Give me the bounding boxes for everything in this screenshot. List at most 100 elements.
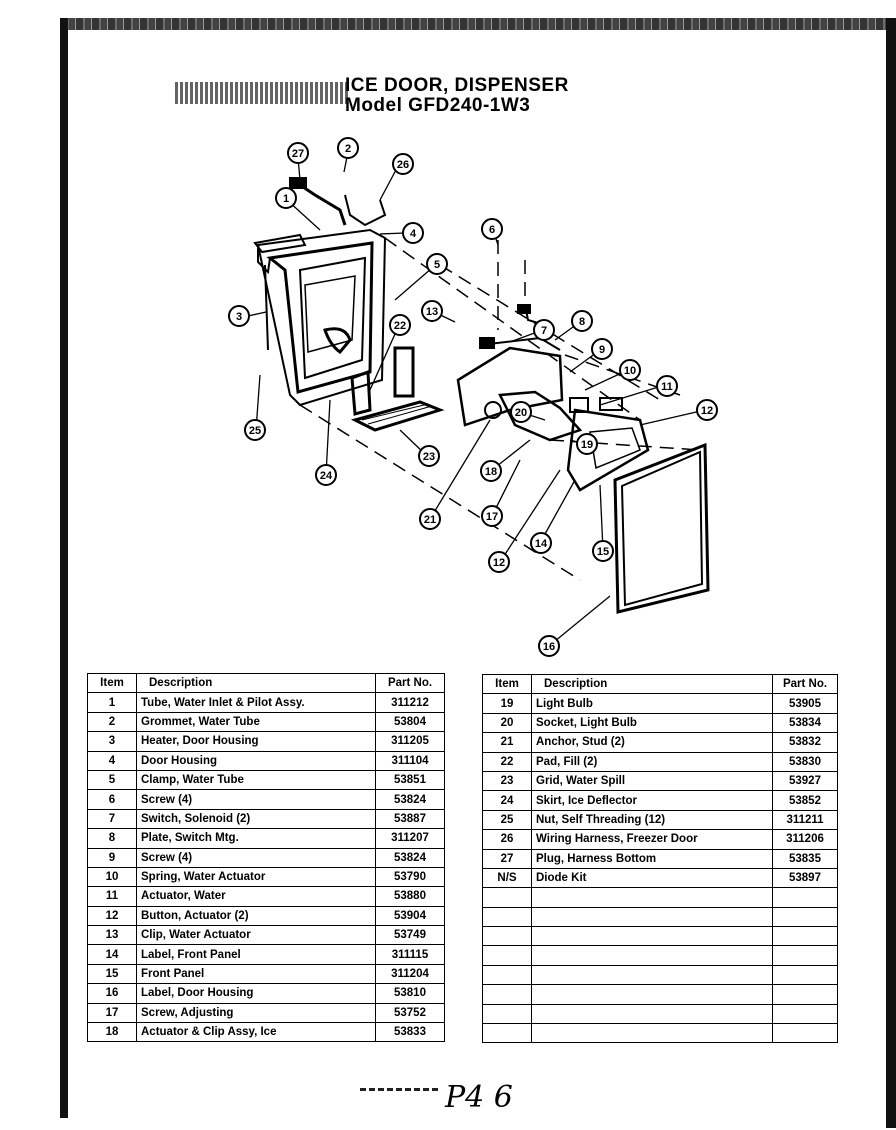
table-row bbox=[482, 945, 838, 966]
cell-item: 23 bbox=[482, 770, 532, 792]
cell-item bbox=[482, 964, 532, 986]
cell-description: Screw, Adjusting bbox=[136, 1002, 376, 1024]
callout-24: 24 bbox=[315, 464, 337, 486]
callout-5: 5 bbox=[426, 253, 448, 275]
cell-part-no: 53810 bbox=[375, 983, 445, 1004]
cell-description: Clamp, Water Tube bbox=[136, 769, 376, 791]
cell-part-no: 311204 bbox=[375, 963, 445, 985]
cell-description bbox=[531, 964, 773, 986]
cell-item: 24 bbox=[482, 790, 532, 811]
cell-item: 1 bbox=[87, 692, 137, 713]
cell-description: Spring, Water Actuator bbox=[136, 866, 376, 888]
cell-part-no: 53749 bbox=[375, 925, 445, 946]
cell-item: 25 bbox=[482, 809, 532, 831]
callout-3-label: 3 bbox=[236, 311, 242, 323]
header-part-no: Part No. bbox=[772, 673, 838, 695]
cell-description bbox=[531, 984, 773, 1005]
cell-description: Button, Actuator (2) bbox=[136, 905, 376, 927]
cell-part-no: 311207 bbox=[375, 828, 445, 849]
cell-part-no: 53804 bbox=[375, 711, 445, 733]
callout-17-label: 17 bbox=[486, 511, 498, 523]
cell-description: Plug, Harness Bottom bbox=[531, 848, 773, 869]
callout-26-label: 26 bbox=[397, 159, 409, 171]
cell-part-no: 311206 bbox=[772, 829, 838, 850]
callout-4-label: 4 bbox=[410, 228, 417, 240]
cell-part-no bbox=[772, 906, 838, 928]
page-title: ICE DOOR, DISPENSER Model GFD240-1W3 bbox=[345, 76, 569, 116]
cell-item bbox=[482, 1023, 532, 1044]
callout-8-label: 8 bbox=[579, 316, 585, 328]
cell-item: 3 bbox=[87, 731, 137, 752]
callout-20-label: 20 bbox=[515, 407, 527, 419]
table-row bbox=[482, 887, 838, 908]
cell-part-no: 53897 bbox=[772, 867, 838, 889]
cell-description bbox=[531, 1003, 773, 1025]
exploded-parts-diagram: 27 2 26 1 4 5 3 22 25 24 23 6 13 7 8 9 1… bbox=[228, 137, 718, 657]
cell-description: Label, Door Housing bbox=[136, 983, 376, 1004]
cell-part-no: 53830 bbox=[772, 751, 838, 772]
cell-description: Clip, Water Actuator bbox=[136, 925, 376, 946]
cell-part-no: 53852 bbox=[772, 790, 838, 811]
scan-edge-right bbox=[886, 18, 896, 1128]
callout-1-label: 1 bbox=[283, 193, 289, 205]
table-row bbox=[482, 984, 838, 1005]
table-header-row: Item Description Part No. bbox=[87, 672, 445, 694]
callout-19: 19 bbox=[576, 433, 598, 455]
cell-part-no: 53887 bbox=[375, 808, 445, 830]
cell-description: Tube, Water Inlet & Pilot Assy. bbox=[136, 692, 376, 713]
cell-item: 16 bbox=[87, 983, 137, 1004]
callout-19-label: 19 bbox=[581, 439, 593, 451]
cell-description: Door Housing bbox=[136, 750, 376, 771]
cell-description: Skirt, Ice Deflector bbox=[531, 790, 773, 811]
cell-part-no bbox=[772, 984, 838, 1005]
cell-part-no: 311212 bbox=[375, 692, 445, 713]
callout-12-bottom: 12 bbox=[488, 551, 510, 573]
cell-part-no: 53833 bbox=[375, 1022, 445, 1043]
cell-description: Front Panel bbox=[136, 963, 376, 985]
cell-part-no: 53834 bbox=[772, 712, 838, 734]
table-row bbox=[482, 964, 838, 986]
cell-part-no: 311115 bbox=[375, 944, 445, 965]
cell-description: Label, Front Panel bbox=[136, 944, 376, 965]
header-description: Description bbox=[136, 672, 376, 694]
cell-description bbox=[531, 945, 773, 966]
cell-description: Socket, Light Bulb bbox=[531, 712, 773, 734]
callout-25: 25 bbox=[244, 419, 266, 441]
cell-item: 7 bbox=[87, 808, 137, 830]
cell-part-no: 311205 bbox=[375, 731, 445, 752]
cell-description: Light Bulb bbox=[531, 693, 773, 714]
cell-item: 9 bbox=[87, 847, 137, 868]
cell-description: Anchor, Stud (2) bbox=[531, 732, 773, 753]
callout-15-label: 15 bbox=[597, 546, 609, 558]
cell-description: Grommet, Water Tube bbox=[136, 711, 376, 733]
callout-2-label: 2 bbox=[345, 143, 351, 155]
cell-description: Grid, Water Spill bbox=[531, 770, 773, 792]
cell-part-no: 311104 bbox=[375, 750, 445, 771]
callout-10-label: 10 bbox=[624, 365, 636, 377]
callout-22: 22 bbox=[389, 314, 411, 336]
cell-description: Screw (4) bbox=[136, 789, 376, 810]
cell-description bbox=[531, 906, 773, 928]
cell-part-no bbox=[772, 926, 838, 947]
cell-item: 27 bbox=[482, 848, 532, 869]
table-row bbox=[482, 1023, 838, 1044]
cell-item: 6 bbox=[87, 789, 137, 810]
cell-item: 13 bbox=[87, 925, 137, 946]
scan-edge-top bbox=[60, 18, 896, 30]
